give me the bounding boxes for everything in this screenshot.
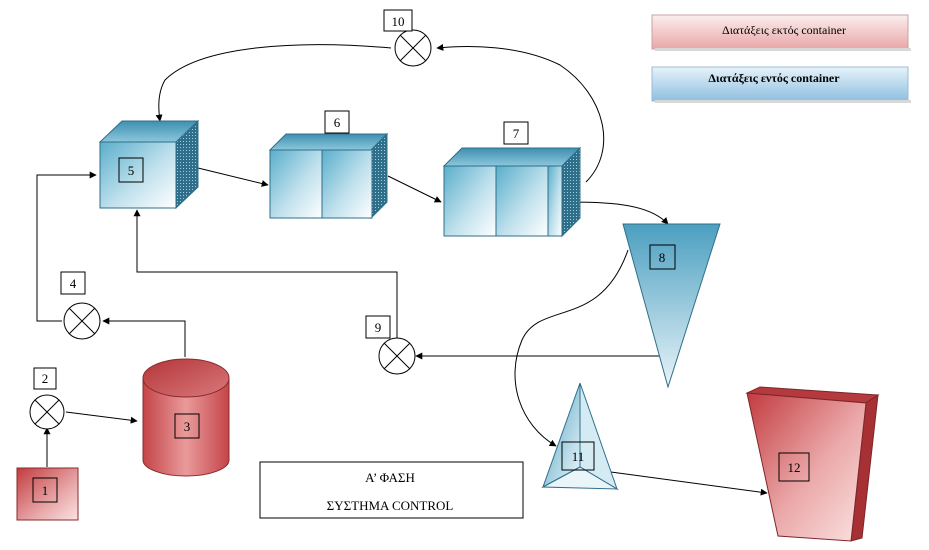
node-8-settler: 8 (622, 223, 721, 389)
arrow-4-to-5 (36, 171, 97, 322)
arrow-8-to-11 (514, 249, 629, 447)
arrow-6-to-7 (387, 175, 442, 203)
valve-2-label: 2 (42, 371, 49, 386)
arrow-7-to-10 (436, 43, 605, 183)
arrow-11-to-12 (595, 469, 768, 496)
arrow-5-to-6 (197, 167, 269, 187)
node-8-label: 8 (659, 250, 666, 265)
valve-10: 10 (383, 9, 432, 67)
node-7-container-unit: 7 (442, 121, 582, 238)
node-6-label: 6 (334, 115, 341, 130)
node-11-cone: 11 (541, 382, 619, 491)
node-6-container-unit: 6 (268, 110, 389, 220)
legend-outside-container: Διατάξεις εκτός container (651, 14, 911, 51)
node-3-tank: 3 (142, 358, 230, 477)
phase-title: Α’ ΦΑΣΗ (365, 470, 415, 485)
valve-9: 9 (365, 315, 416, 375)
arrow-7-to-8 (569, 201, 669, 225)
node-7-label: 7 (513, 126, 520, 141)
phase-box: Α’ ΦΑΣΗ ΣΥΣΤΗΜΑ CONTROL (259, 461, 524, 519)
arrow-3-to-4 (102, 317, 186, 357)
valve-9-label: 9 (375, 320, 382, 335)
node-5-label: 5 (128, 163, 135, 178)
arrow-10-to-5 (155, 44, 392, 122)
valve-2: 2 (29, 367, 65, 430)
node-3-label: 3 (184, 419, 191, 434)
valve-4: 4 (60, 271, 101, 340)
legend-inside-label: Διατάξεις εντός container (708, 71, 840, 85)
node-5-container-unit: 5 (98, 119, 200, 210)
node-12-label: 12 (788, 460, 801, 475)
legend-outside-label: Διατάξεις εκτός container (722, 23, 846, 37)
connectors (36, 43, 768, 496)
node-1-label: 1 (42, 483, 49, 498)
valve-10-label: 10 (392, 14, 405, 29)
node-11-label: 11 (572, 449, 585, 464)
arrow-9-to-5 (133, 209, 398, 338)
legend-inside-container: Διατάξεις εντός container (651, 66, 911, 103)
phase-subtitle: ΣΥΣΤΗΜΑ CONTROL (327, 498, 454, 513)
arrow-2-to-3 (65, 411, 138, 424)
node-1-device: 1 (16, 467, 79, 521)
valve-4-label: 4 (70, 276, 77, 291)
node-12-receiver: 12 (745, 386, 880, 542)
